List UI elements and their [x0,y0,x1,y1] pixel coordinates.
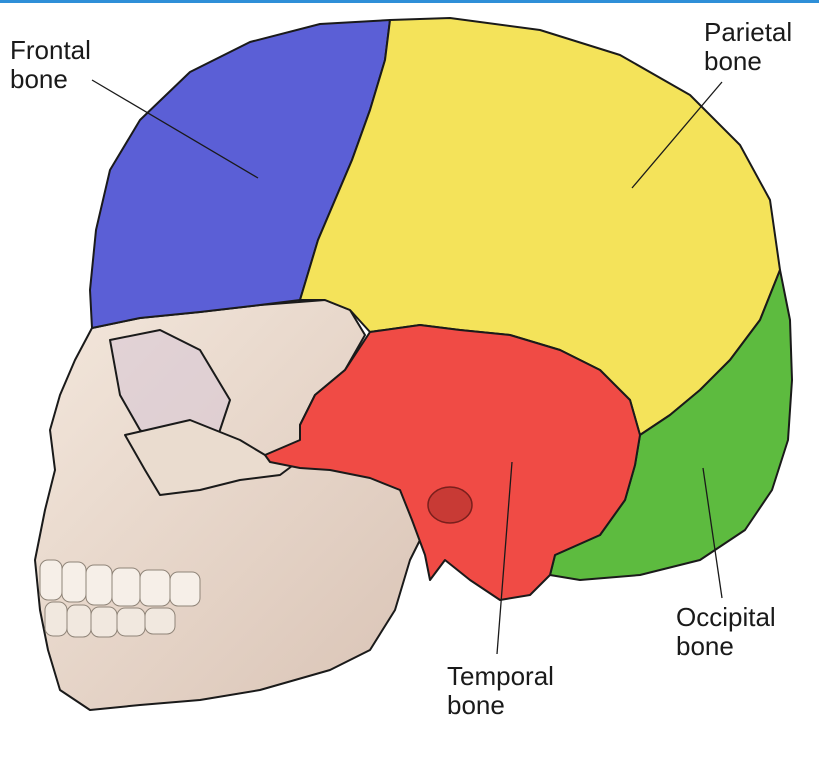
parietal-bone-label: Parietal bone [704,18,792,76]
frontal-bone-label: Frontal bone [10,36,91,94]
ear-canal [428,487,472,523]
occipital-bone-label: Occipital bone [676,603,776,661]
temporal-bone-label: Temporal bone [447,662,554,720]
